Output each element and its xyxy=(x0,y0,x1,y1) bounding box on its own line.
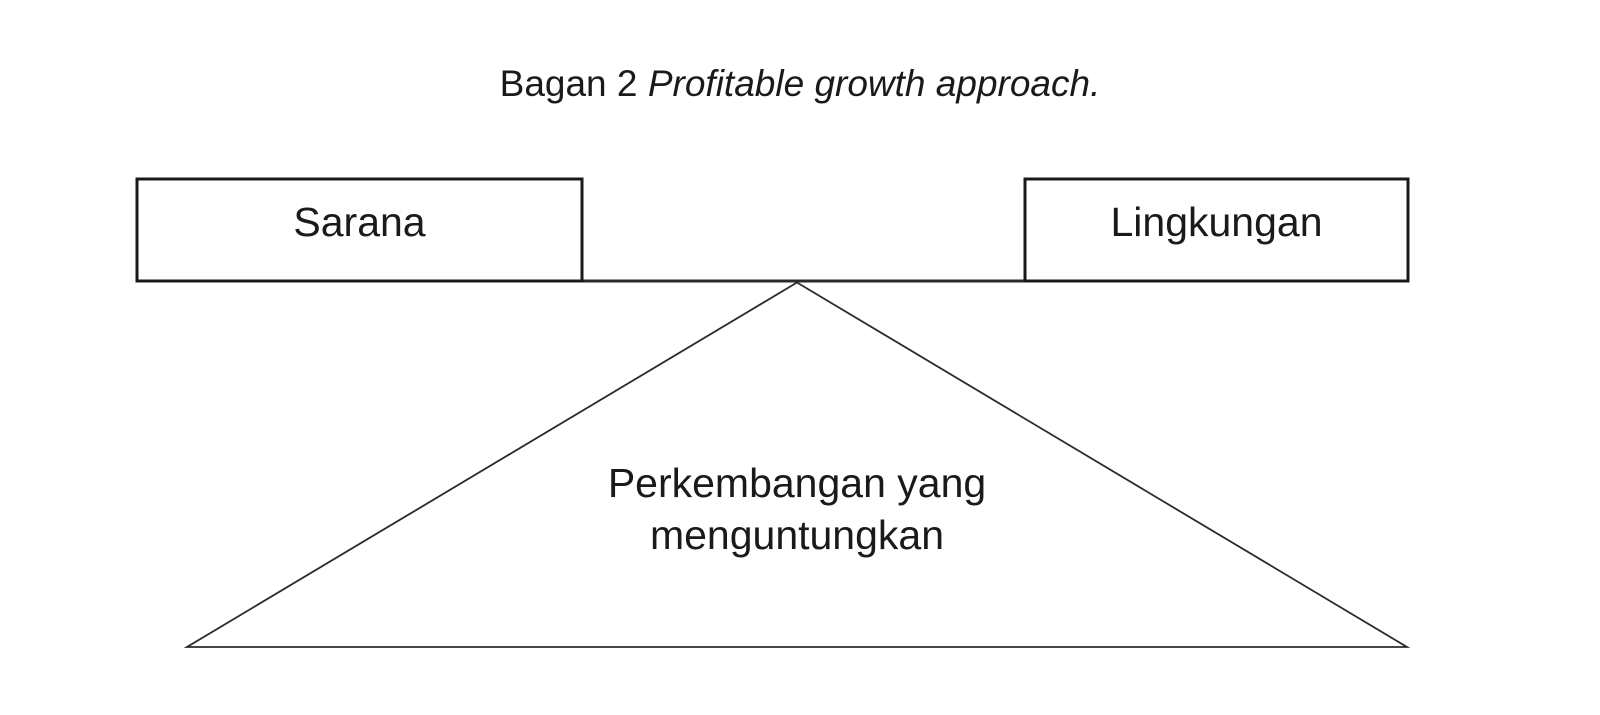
triangle-label-line-2: menguntungkan xyxy=(649,512,945,558)
triangle-shape xyxy=(183,281,1411,648)
triangle-label-line-1: Perkembangan yang xyxy=(607,460,987,506)
caption-title: Profitable growth approach. xyxy=(647,63,1101,104)
caption-number: Bagan 2 xyxy=(499,63,638,104)
box-lingkungan-label: Lingkungan xyxy=(1110,198,1323,245)
box-sarana-label: Sarana xyxy=(293,198,426,245)
lingkungan-box-outline xyxy=(1023,177,1410,283)
box-lingkungan: Lingkungan xyxy=(1025,179,1408,281)
box-sarana: Sarana xyxy=(137,179,582,281)
triangle-label: Perkembangan yang menguntungkan xyxy=(587,457,1007,561)
sarana-box-outline xyxy=(135,177,584,283)
